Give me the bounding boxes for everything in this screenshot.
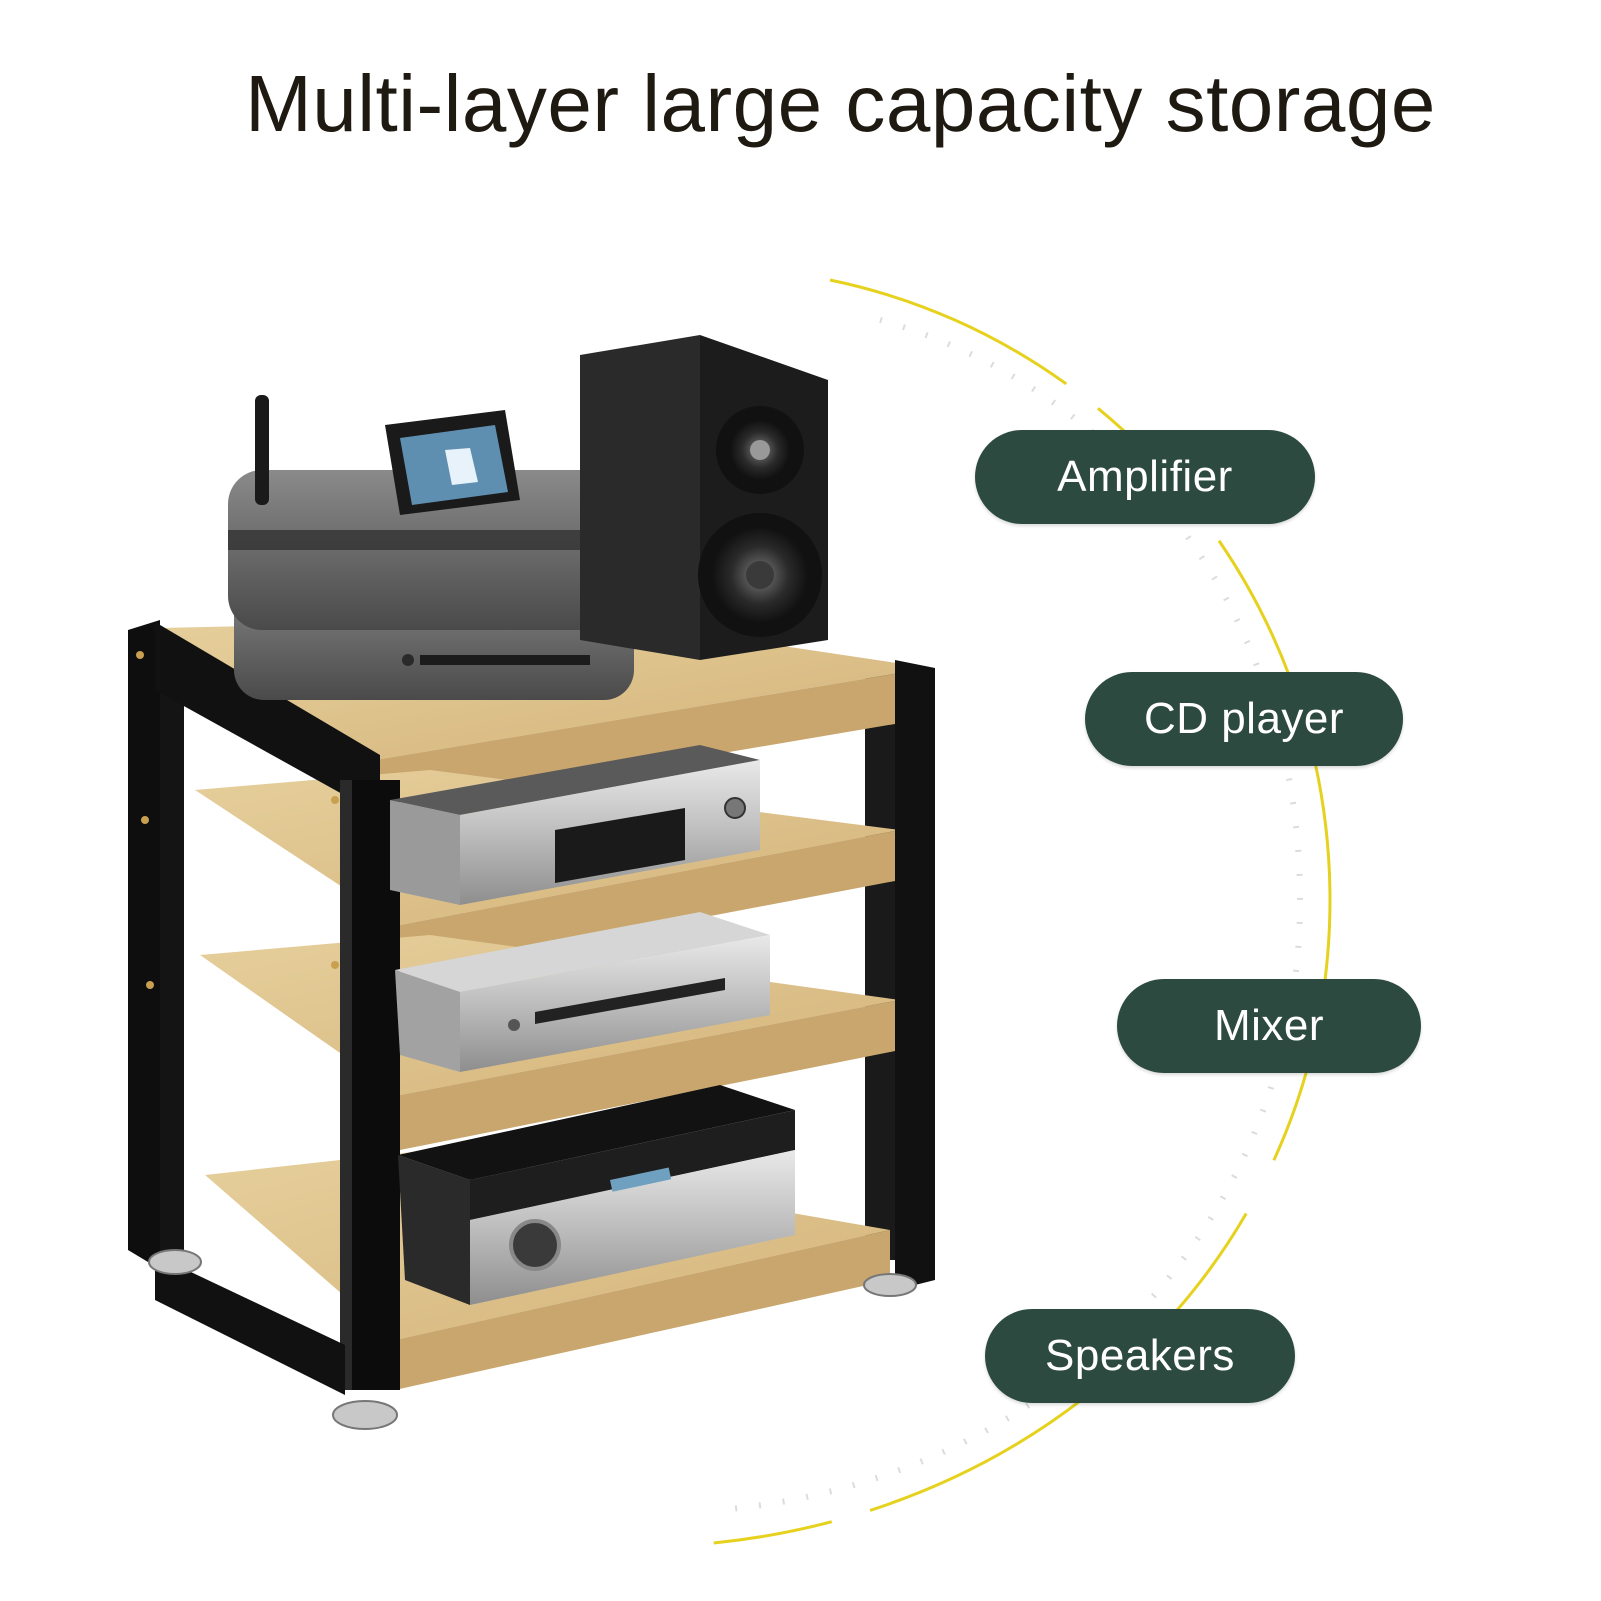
page-title-text: Multi-layer large capacity storage [245, 59, 1436, 148]
speaker-device [580, 335, 828, 660]
label-speakers-text: Speakers [1045, 1331, 1235, 1380]
label-amplifier-text: Amplifier [1057, 452, 1233, 501]
mixer-device [395, 912, 770, 1072]
decorative-arc [689, 278, 1332, 1547]
label-amplifier: Amplifier [975, 430, 1315, 524]
label-mixer: Mixer [1117, 979, 1421, 1073]
label-speakers: Speakers [985, 1309, 1295, 1403]
label-mixer-text: Mixer [1213, 1001, 1325, 1050]
label-cd-player-text: CD player [1143, 694, 1345, 743]
streamer-device [228, 395, 634, 700]
amplifier-device [398, 1085, 795, 1305]
cd-player-device [390, 745, 760, 905]
page-title: Multi-layer large capacity storage [0, 58, 1601, 150]
rack-frame-back [150, 660, 899, 1260]
label-cd-player: CD player [1085, 672, 1403, 766]
